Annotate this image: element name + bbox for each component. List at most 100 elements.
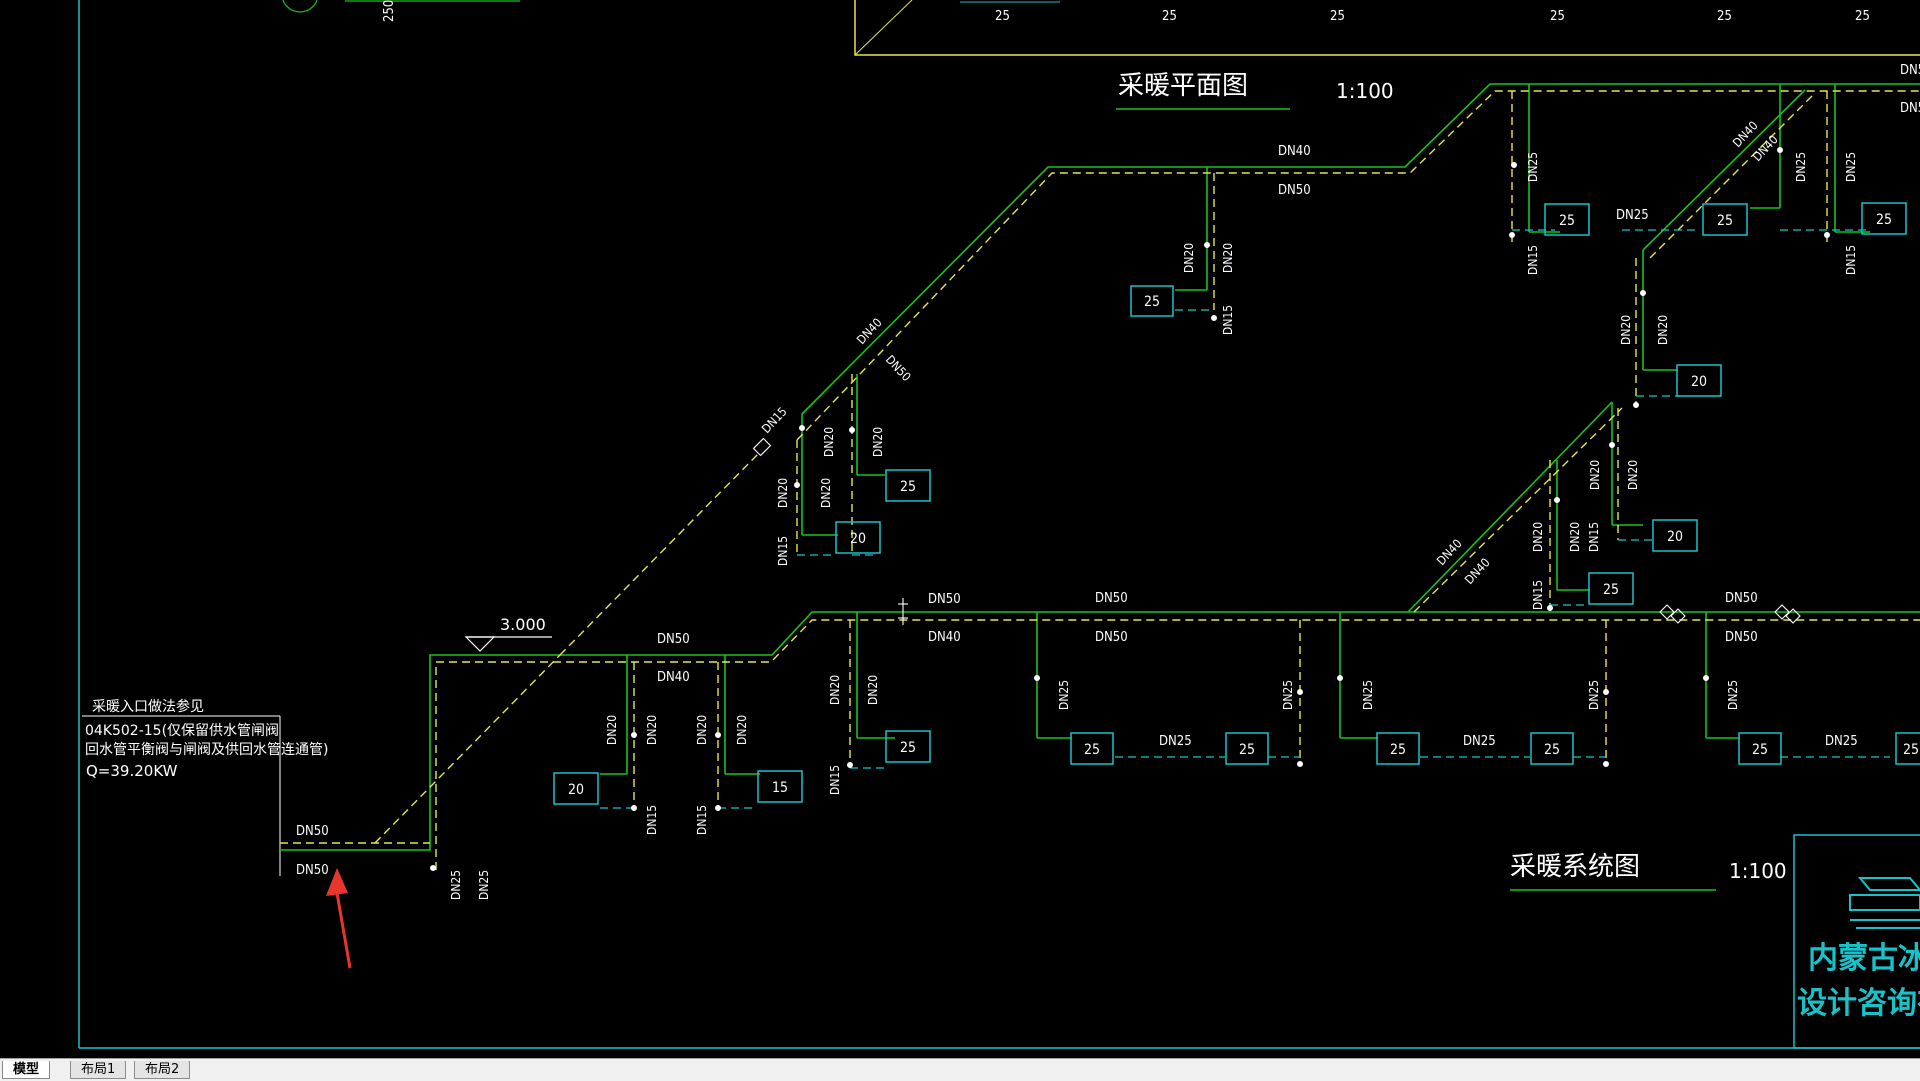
radiator — [1588, 572, 1634, 605]
elevation-marker: 3.000 — [464, 615, 552, 652]
valve-icon — [1609, 442, 1615, 448]
tab-model[interactable]: 模型 — [2, 1061, 51, 1079]
company-name-line1: 内蒙古冰川 — [1808, 941, 1920, 976]
radiator-label: 25 — [1390, 742, 1406, 758]
pipe-label: DN40 — [1462, 555, 1493, 587]
radiator — [1738, 732, 1782, 765]
pipe-label: DN15 — [1844, 245, 1858, 275]
pipe-label: DN15 — [1531, 580, 1545, 610]
elevation-value: 3.000 — [500, 615, 546, 634]
pipe-label: DN20 — [822, 427, 836, 457]
note-line3: 回水管平衡阀与闸阀及供回水管连通管) — [85, 742, 328, 758]
pipe-label: DN50 — [1900, 63, 1920, 78]
pipe-label: DN40 — [1750, 132, 1781, 164]
pipe-label: DN25 — [1587, 680, 1601, 710]
pipe-label: DN20 — [1531, 522, 1545, 552]
pipe-label: DN40 — [928, 630, 961, 645]
valve-icon — [1547, 605, 1553, 611]
pipe-label: DN50 — [296, 824, 329, 839]
radiator-label: 20 — [1691, 374, 1707, 390]
cad-viewport[interactable]: 250 25 25 25 25 25 25 采暖平面图 1:100 采暖系统图 … — [0, 0, 1920, 1058]
radiator — [757, 770, 803, 803]
note-line1: 采暖入口做法参见 — [92, 698, 204, 715]
radiator-label: 25 — [1084, 742, 1100, 758]
top-number: 25 — [1330, 9, 1345, 24]
pipe-label: DN20 — [645, 715, 659, 745]
radiator — [1070, 732, 1114, 765]
radiator-label: 20 — [1667, 529, 1683, 545]
pipe-label: DN25 — [1616, 208, 1649, 223]
pipe-label: DN50 — [1900, 101, 1920, 116]
pipe-label: DN15 — [759, 404, 790, 436]
pipe-label: DN20 — [1619, 315, 1633, 345]
radiator-label: 20 — [568, 782, 584, 798]
balance-valve-icon — [1659, 604, 1675, 620]
pipe-label: DN25 — [477, 870, 491, 900]
radiator-label: 25 — [1544, 742, 1560, 758]
valve-icon — [1511, 162, 1517, 168]
radiator-label: 15 — [772, 780, 788, 796]
valve-icon — [849, 427, 855, 433]
valve-icon — [1297, 761, 1303, 767]
radiator-label: 25 — [1903, 742, 1919, 758]
plan-outline-diagonal — [854, 0, 913, 56]
note-line2: 04K502-15(仅保留供水管闸阀 — [85, 723, 279, 739]
heating-drawing: 250 25 25 25 25 25 25 采暖平面图 1:100 采暖系统图 … — [78, 0, 1920, 1049]
radiator — [1376, 732, 1420, 765]
balance-valve-symbols — [752, 437, 1801, 625]
balance-valve-icon — [1785, 608, 1801, 624]
valve-icon — [715, 732, 721, 738]
pipe-label: DN15 — [776, 536, 790, 566]
radiator — [885, 730, 931, 763]
radiator-label: 25 — [1603, 582, 1619, 598]
pipe-labels-rotated: DN40 DN50 DN15 DN40 DN40 DN40 DN40 DN20 … — [449, 118, 1858, 900]
pipe-label: DN15 — [1221, 305, 1235, 335]
top-number: 25 — [1717, 9, 1732, 24]
pipe-label: DN20 — [776, 478, 790, 508]
pipe-label: DN20 — [866, 675, 880, 705]
pipe-label: DN20 — [1221, 243, 1235, 273]
radiators — [553, 202, 1920, 805]
valve-icon — [799, 425, 805, 431]
pipe-label: DN50 — [657, 632, 690, 647]
pipe-label: DN25 — [1159, 734, 1192, 749]
pipe-label: DN20 — [871, 427, 885, 457]
radiator — [1895, 732, 1920, 765]
radiator-label: 25 — [900, 479, 916, 495]
pipe-label: DN25 — [1057, 680, 1071, 710]
pipe-label: DN50 — [928, 592, 961, 607]
company-logo-icon — [1849, 877, 1920, 929]
valve-icon — [1509, 232, 1515, 238]
pipe-label: DN50 — [1278, 183, 1311, 198]
tab-layout2[interactable]: 布局2 — [134, 1061, 191, 1079]
top-number: 25 — [1855, 9, 1870, 24]
top-number-row: 25 25 25 25 25 25 — [960, 1, 1870, 24]
layout-tab-bar: 模型 布局1 布局2 — [0, 1058, 1920, 1081]
pipe-label: DN40 — [1278, 144, 1311, 159]
pipe-label: DN25 — [1463, 734, 1496, 749]
valve-icon — [1824, 232, 1830, 238]
radiator — [553, 772, 599, 805]
pipe-label: DN15 — [1526, 245, 1540, 275]
radiator-label: 25 — [1559, 213, 1575, 229]
return-branches — [600, 229, 1890, 809]
radiator-label: 25 — [1239, 742, 1255, 758]
radiator — [885, 469, 931, 502]
red-arrow-annotation — [326, 868, 352, 969]
company-name-line2: 设计咨询有 — [1797, 986, 1920, 1021]
valve-icon — [1554, 497, 1560, 503]
pipe-label: DN20 — [1182, 243, 1196, 273]
pipe-label: DN50 — [883, 352, 914, 384]
valve-icon — [1603, 761, 1609, 767]
valve-icon — [715, 805, 721, 811]
valve-icon — [1337, 675, 1343, 681]
pipe-label: DN20 — [819, 478, 833, 508]
pipe-label: DN15 — [695, 805, 709, 835]
valve-icon — [847, 762, 853, 768]
system-title: 采暖系统图 — [1510, 852, 1640, 882]
valve-icon — [1777, 147, 1783, 153]
tab-layout1[interactable]: 布局1 — [70, 1061, 127, 1079]
pipe-label: DN25 — [449, 870, 463, 900]
pipe-label: DN50 — [1725, 591, 1758, 606]
valve-icon — [430, 865, 436, 871]
